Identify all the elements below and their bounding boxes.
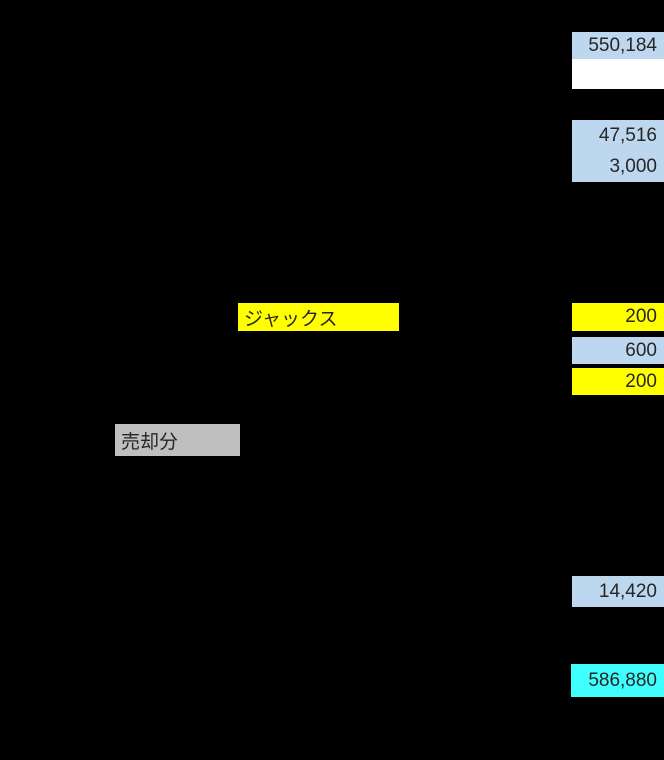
cell-sub-amount-1[interactable]: 47,516	[598, 124, 657, 146]
cell-amount-200-a[interactable]: 200	[572, 303, 664, 331]
cell-block-subtotals: 47,516 3,000	[572, 120, 664, 182]
cell-amount-14420[interactable]: 14,420	[572, 576, 664, 607]
cell-sub-amount-2[interactable]: 3,000	[609, 155, 657, 177]
cell-amount-200-b[interactable]: 200	[572, 368, 664, 395]
cell-blank-white[interactable]	[572, 59, 664, 89]
cell-total-top[interactable]: 550,184	[572, 32, 664, 59]
cell-grand-total[interactable]: 586,880	[571, 664, 664, 697]
cell-vendor-label-jaccs[interactable]: ジャックス	[238, 303, 399, 331]
cell-sale-label[interactable]: 売却分	[115, 424, 240, 456]
cell-amount-600[interactable]: 600	[572, 337, 664, 364]
